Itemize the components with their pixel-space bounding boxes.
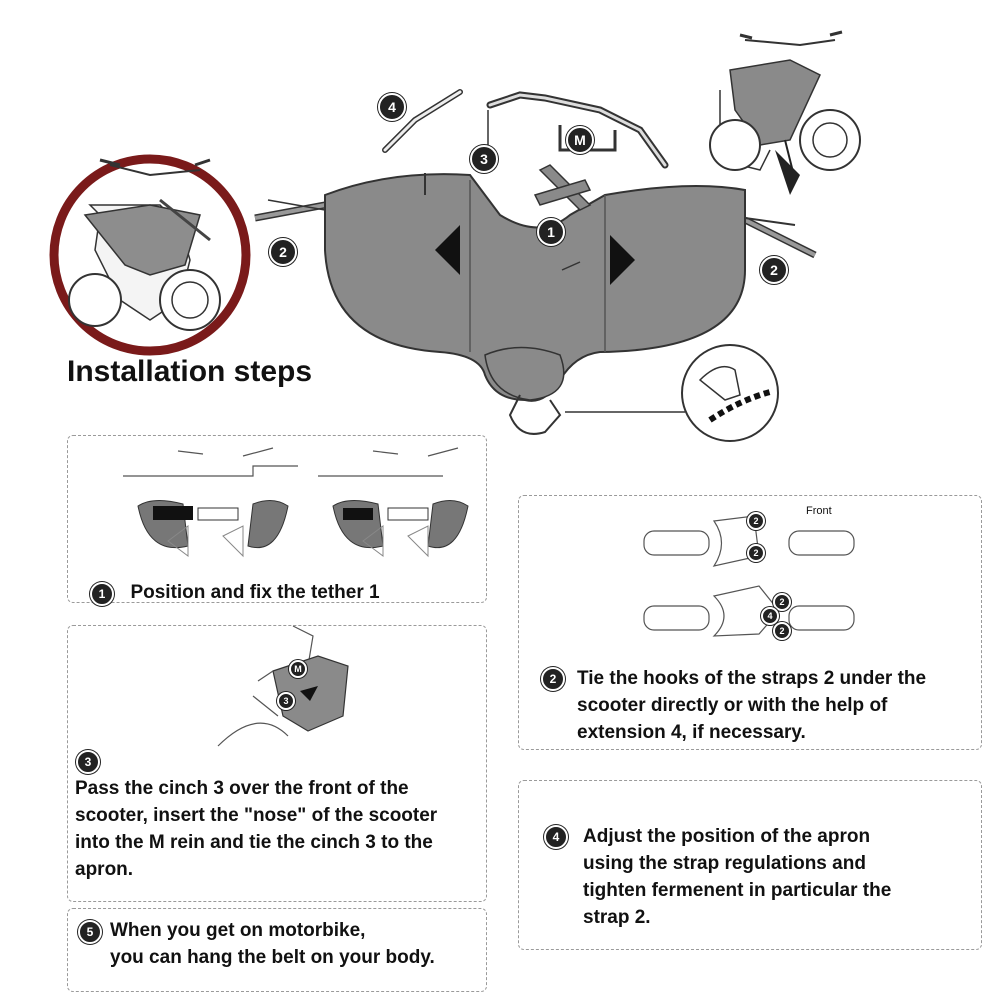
step2-panel: Front 2 2 2 4 2 2 Tie the hooks of the s… — [518, 495, 982, 750]
step4-line3: tighten fermenent in particular the — [583, 877, 973, 904]
diagram-badge-m: M — [289, 660, 307, 678]
step4-number-badge: 4 — [544, 825, 568, 849]
cinch-diagram — [68, 626, 486, 746]
step3-panel: M 3 3 Pass the cinch 3 over the front of… — [67, 625, 487, 902]
step4-line1: Adjust the position of the apron — [583, 823, 973, 850]
step5-line2: you can hang the belt on your body. — [110, 944, 485, 971]
step3-line2: scooter, insert the "nose" of the scoote… — [75, 802, 485, 829]
badge-2-right: 2 — [760, 256, 788, 284]
step2-line3: extension 4, if necessary. — [577, 719, 971, 746]
handlebar-diagram — [68, 436, 486, 566]
step4-line4: strap 2. — [583, 904, 973, 931]
step3-line1: Pass the cinch 3 over the front of the — [75, 775, 485, 802]
diagram-badge-4: 4 — [761, 607, 779, 625]
step3-line4: apron. — [75, 856, 485, 883]
badge-4: 4 — [378, 93, 406, 121]
step3-number-badge: 3 — [76, 750, 100, 774]
badge-3: 3 — [470, 145, 498, 173]
step5-number-badge: 5 — [78, 920, 102, 944]
badge-2-left: 2 — [269, 238, 297, 266]
step2-line1: Tie the hooks of the straps 2 under the — [577, 665, 971, 692]
diagram-badge-2d: 2 — [773, 622, 791, 640]
badge-1: 1 — [537, 218, 565, 246]
scooter-thumbnail-left — [54, 159, 246, 351]
badge-m: M — [566, 126, 594, 154]
front-label: Front — [806, 505, 832, 517]
step1-number-badge: 1 — [90, 582, 114, 606]
diagram-badge-2a: 2 — [747, 512, 765, 530]
step5-line1: When you get on motorbike, — [110, 917, 485, 944]
scooter-thumbnail-right — [710, 32, 860, 195]
diagram-badge-3: 3 — [277, 692, 295, 710]
step1-text: Position and fix the tether 1 — [130, 582, 379, 603]
step2-line2: scooter directly or with the help of — [577, 692, 971, 719]
step5-panel: 5 When you get on motorbike, you can han… — [67, 908, 487, 992]
step4-line2: using the strap regulations and — [583, 850, 973, 877]
page-title: Installation steps — [67, 355, 312, 389]
step1-panel: 1 Position and fix the tether 1 — [67, 435, 487, 603]
step4-panel: 4 Adjust the position of the apron using… — [518, 780, 982, 950]
diagram-badge-2b: 2 — [747, 544, 765, 562]
step3-line3: into the M rein and tie the cinch 3 to t… — [75, 829, 485, 856]
step2-number-badge: 2 — [541, 667, 565, 691]
